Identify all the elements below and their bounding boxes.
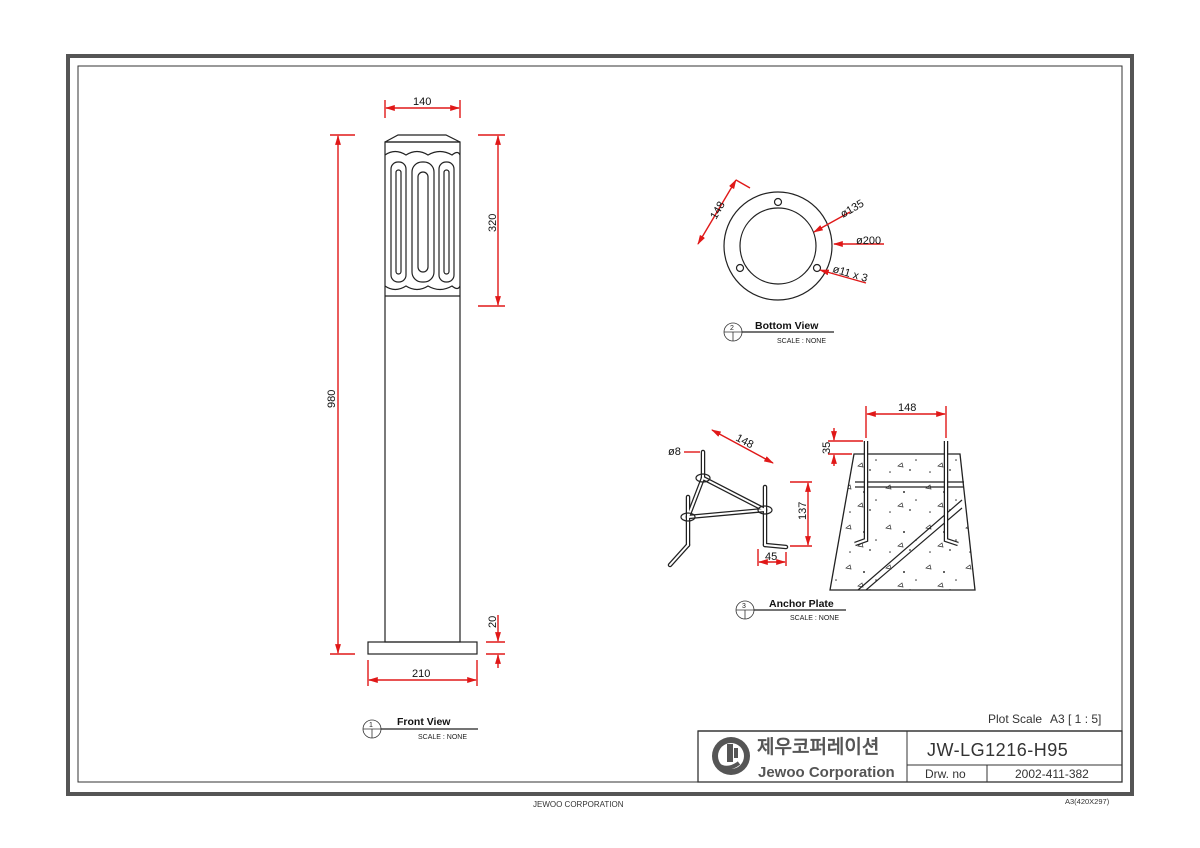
bottom-view-label: 2 Bottom View SCALE : NONE [723, 320, 834, 345]
front-view-scale: SCALE : NONE [418, 734, 467, 741]
view-number-1: 1 [369, 722, 373, 729]
dim-anchor-height: 137 [797, 502, 809, 520]
plot-scale-value: A3 [ 1 : 5] [1050, 712, 1101, 726]
company-logo [712, 737, 750, 775]
dim-pcd: 148 [708, 200, 728, 222]
dim-anchor-projection: 35 [821, 442, 833, 454]
front-view-dimensions: 140 980 320 20 210 [326, 96, 505, 686]
concrete-section [829, 441, 976, 591]
anchor-plate-scale: SCALE : NONE [790, 615, 839, 622]
footer-sheet-size: A3(420X297) [1065, 797, 1110, 806]
concrete-dimensions: 148 35 [821, 402, 947, 466]
bottom-view-drawing [723, 191, 833, 301]
company-name-korean: 제우코퍼레이션 [757, 736, 879, 758]
dim-outer-dia: ø200 [856, 235, 881, 247]
front-view-drawing [367, 134, 478, 655]
dim-holes: ø11 x 3 [831, 263, 869, 284]
dim-front-width: 140 [413, 96, 431, 108]
bottom-view-scale: SCALE : NONE [777, 338, 826, 345]
anchor-plate-drawing [667, 449, 789, 568]
drawing-no-label: Drw. no [925, 767, 966, 781]
dim-rod-dia: ø8 [668, 446, 681, 458]
view-number-3: 3 [742, 603, 746, 610]
anchor-plate-title: Anchor Plate [769, 598, 834, 610]
dim-inner-dia: ø135 [839, 198, 867, 221]
dim-anchor-foot: 45 [765, 551, 777, 563]
footer-company: JEWOO CORPORATION [533, 800, 624, 809]
view-number-2: 2 [730, 325, 734, 332]
front-view-label: 1 Front View SCALE : NONE [362, 716, 478, 741]
bottom-view-title: Bottom View [755, 320, 819, 332]
dim-base-width: 210 [412, 668, 430, 680]
dim-head-height: 320 [487, 214, 499, 232]
model-number: JW-LG1216-H95 [927, 740, 1068, 760]
title-block: Plot Scale A3 [ 1 : 5] 제우코퍼레이션 Jewoo Cor… [697, 712, 1123, 783]
dim-front-height: 980 [326, 390, 338, 408]
dim-anchor-span: 148 [734, 432, 756, 451]
sheet-border [66, 54, 1134, 796]
anchor-plate-label: 3 Anchor Plate SCALE : NONE [735, 598, 846, 622]
drawing-no: 2002-411-382 [1015, 767, 1089, 781]
dim-base-height: 20 [487, 616, 499, 628]
plot-scale-label: Plot Scale [988, 712, 1042, 726]
front-view-title: Front View [397, 716, 451, 728]
company-name-english: Jewoo Corporation [758, 764, 895, 781]
dim-anchor-top-width: 148 [898, 402, 916, 414]
